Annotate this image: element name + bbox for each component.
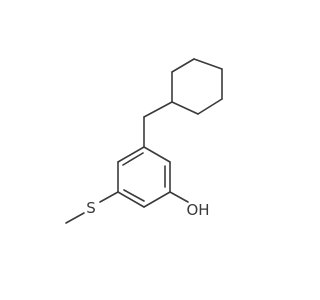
atom-label-s: S [86,199,96,217]
bond-bz-double-1 [122,152,144,166]
bond-cy-6 [171,101,199,115]
hydroxyl-group: OH [169,191,210,219]
molecule-structure: OH S [65,58,223,224]
atom-label-oh: OH [186,201,209,219]
bond-ring-to-ch2 [143,101,173,118]
methylthio-group: S [65,191,119,224]
bond-c-o [169,191,189,203]
bond-bz-6 [143,146,171,163]
bond-s-ch3 [65,212,85,224]
bond-bz-double-2 [123,189,145,202]
bond-cy-3 [193,58,223,70]
bond-bz-3 [117,191,145,208]
cyclohexane-ring [171,58,223,115]
methylene-linker [143,101,173,148]
bond-c-s [99,191,119,203]
molecule-canvas: OH S [65,58,223,224]
bond-bz-4 [143,191,171,208]
bond-cy-2 [171,58,195,73]
bond-bz-1 [117,146,145,163]
benzene-ring [117,146,171,208]
bond-cy-5 [197,98,223,115]
